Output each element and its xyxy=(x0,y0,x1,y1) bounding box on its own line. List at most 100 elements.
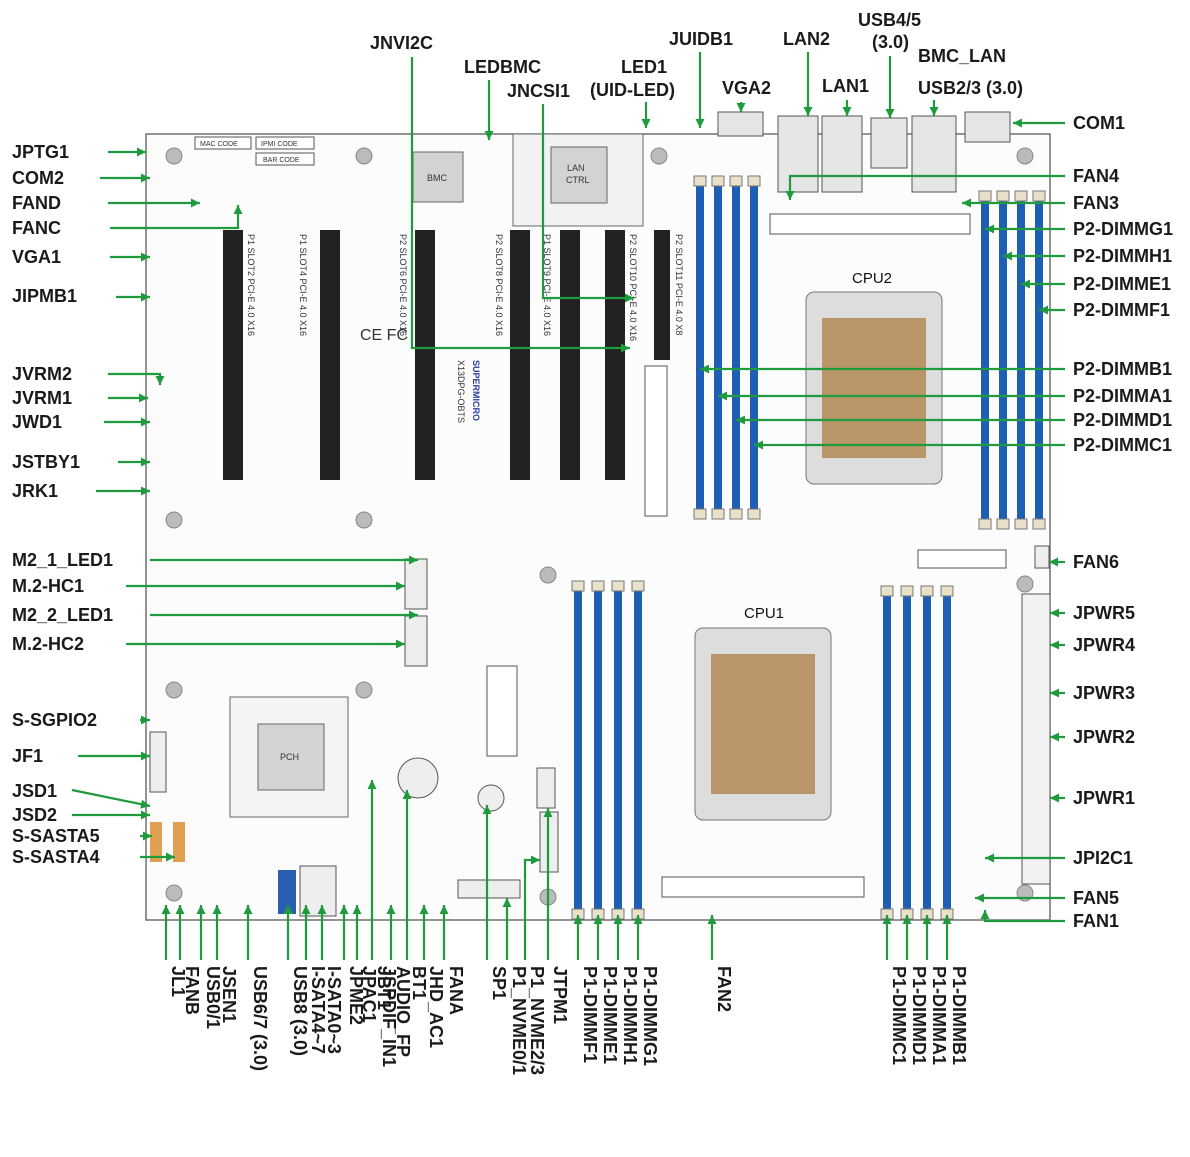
label-bottom: I-SATA0~3 xyxy=(324,966,344,1054)
pch-chip xyxy=(257,723,325,791)
label-jncsi1: JNCSI1 xyxy=(507,81,570,101)
dimm-latch xyxy=(940,585,954,597)
leader-arrowhead xyxy=(700,364,709,374)
label-p2-dimmf1: P2-DIMMF1 xyxy=(1073,300,1170,320)
cpu2-die xyxy=(822,318,926,458)
leader-arrowhead xyxy=(196,905,206,914)
leader-arrowhead xyxy=(707,915,717,924)
pcie-slot xyxy=(560,230,580,480)
label-bottom: JHD_AC1 xyxy=(426,966,446,1048)
leader-arrowhead xyxy=(141,173,150,183)
sata-5 xyxy=(150,822,162,862)
dimm-latch xyxy=(1014,518,1028,530)
mac-code-box xyxy=(194,136,252,150)
usb8-connector xyxy=(278,870,296,914)
leader-arrowhead xyxy=(985,224,994,234)
leader-arrowhead xyxy=(409,555,418,565)
cpu1-label: CPU1 xyxy=(744,605,784,622)
leader-arrowhead xyxy=(621,343,630,353)
label-bottom: JSEN1 xyxy=(219,966,239,1023)
slot-label: P1 SLOT4 PCI-E 4.0 X16 xyxy=(298,234,308,336)
isata-connector xyxy=(299,865,337,917)
label-bottom: JSPDIF_IN1 xyxy=(379,966,399,1067)
label-jsd1: JSD1 xyxy=(12,781,57,801)
label-s-sgpio2: S-SGPIO2 xyxy=(12,710,97,730)
label-bottom: JTPM1 xyxy=(550,966,570,1024)
label-jpwr3: JPWR3 xyxy=(1073,683,1135,703)
mac-code-text: MAC CODE xyxy=(200,141,238,148)
leader-arrowhead xyxy=(155,376,165,385)
labels-right: COM1 FAN4 FAN3 P2-DIMMG1 P2-DIMMH1 P2-DI… xyxy=(1073,113,1173,931)
lan-ctrl-chip xyxy=(550,146,608,204)
leader-line xyxy=(410,57,630,350)
pcie-slot xyxy=(223,230,243,480)
bar-code-box xyxy=(255,152,315,166)
dimm-latch xyxy=(978,518,992,530)
leader-arrowhead xyxy=(543,808,553,817)
leader-arrowhead xyxy=(352,905,362,914)
leader-arrowhead xyxy=(139,393,148,403)
dimm-latch xyxy=(729,508,743,520)
dimm-latch xyxy=(591,580,605,592)
dimm-latch xyxy=(711,175,725,187)
label-bottom: FANB xyxy=(182,966,202,1015)
leader-arrowhead xyxy=(283,905,293,914)
label-m2-1-led1: M2_1_LED1 xyxy=(12,550,113,570)
label-jwd1: JWD1 xyxy=(12,412,62,432)
label-m2-2-led1: M2_2_LED1 xyxy=(12,605,113,625)
label-bottom: P1-DIMMG1 xyxy=(640,966,660,1066)
mounting-hole xyxy=(355,147,373,165)
dimm-slot xyxy=(732,180,740,515)
label-jpwr5: JPWR5 xyxy=(1073,603,1135,623)
dimm-latch xyxy=(1032,190,1046,202)
label-bottom: JPAC1 xyxy=(359,966,379,1023)
mounting-hole xyxy=(1016,147,1034,165)
label-fan1: FAN1 xyxy=(1073,911,1119,931)
p1-rail-top xyxy=(917,549,1007,569)
leader-arrowhead xyxy=(1050,688,1059,698)
brand-text: SUPERMICRO xyxy=(471,360,481,421)
leader-arrowhead xyxy=(929,107,939,116)
leader-arrowhead xyxy=(1050,640,1059,650)
label-bottom: P1_NVME0/1 xyxy=(509,966,529,1075)
dimm-latch xyxy=(571,580,585,592)
label-bmc-lan: BMC_LAN xyxy=(918,46,1006,66)
leader-arrowhead xyxy=(531,855,540,865)
leader-arrowhead xyxy=(191,198,200,208)
leader-arrowhead xyxy=(143,831,152,841)
leader-arrowhead xyxy=(922,915,932,924)
dimm-slots xyxy=(571,175,1046,920)
leader-arrowhead xyxy=(339,905,349,914)
leader-arrowhead xyxy=(633,915,643,924)
label-bottom: JL1 xyxy=(168,966,188,997)
labels-left: JPTG1 COM2 FAND FANC VGA1 JIPMB1 JVRM2 J… xyxy=(12,142,113,867)
pcie-slot xyxy=(415,230,435,480)
jpwr-block xyxy=(1021,593,1051,885)
leader-arrowhead xyxy=(141,751,150,761)
label-s-sasta5: S-SASTA5 xyxy=(12,826,100,846)
label-bottom: BT1 xyxy=(409,966,429,1000)
label-jipmb1: JIPMB1 xyxy=(12,286,77,306)
dimm-slot xyxy=(750,180,758,515)
label-m2-hc1: M.2-HC1 xyxy=(12,576,84,596)
board-model-text: X13DPG-OBTS xyxy=(456,360,466,423)
mounting-hole xyxy=(650,147,668,165)
leader-arrowhead xyxy=(141,417,150,427)
label-fan6: FAN6 xyxy=(1073,552,1119,572)
dimm-latch xyxy=(729,175,743,187)
labels-top: JNVI2C LEDBMC JNCSI1 LED1 (UID-LED) JUID… xyxy=(370,10,1023,101)
label-fanc: FANC xyxy=(12,218,61,238)
label-lan2: LAN2 xyxy=(783,29,830,49)
leader-arrowhead xyxy=(736,415,745,425)
label-bottom: SP1 xyxy=(489,966,509,1000)
leader-arrowhead xyxy=(141,810,150,820)
leader-arrowhead xyxy=(695,119,705,128)
leader-arrowhead xyxy=(962,198,971,208)
leader-line xyxy=(71,788,151,808)
label-jrk1: JRK1 xyxy=(12,481,58,501)
dimm-slot xyxy=(714,180,722,515)
mounting-hole xyxy=(1016,575,1034,593)
label-led1: LED1 xyxy=(621,57,667,77)
dimm-slot xyxy=(614,585,622,915)
